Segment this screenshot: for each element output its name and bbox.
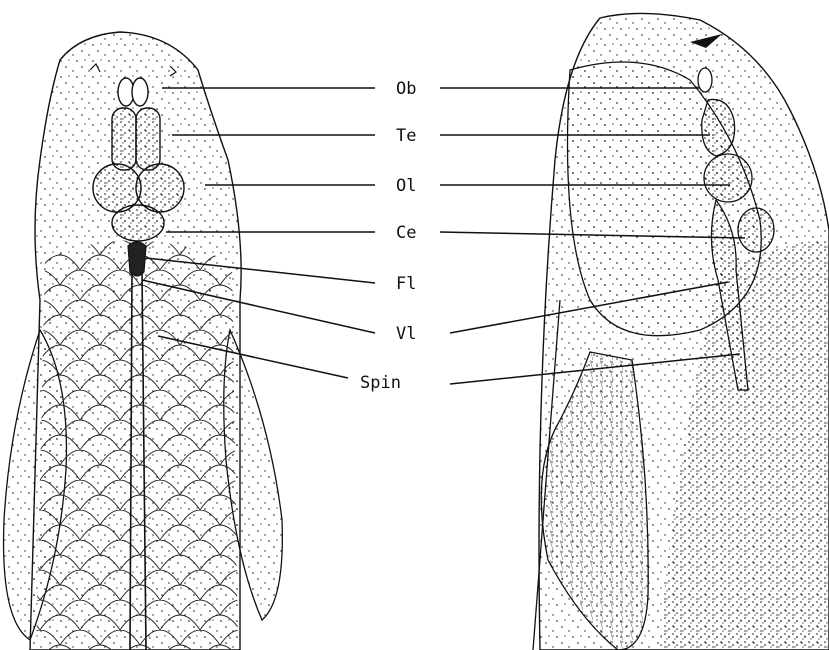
label-spin: Spin xyxy=(360,373,401,393)
label-fl: Fl xyxy=(396,274,416,294)
label-vl: Vl xyxy=(396,324,416,344)
facial-lobe xyxy=(128,242,146,276)
telencephalon-left xyxy=(112,108,136,170)
telencephalon-lateral xyxy=(702,99,735,156)
labels: Ob Te Ol Ce Fl Vl Spin xyxy=(360,79,416,393)
telencephalon-right xyxy=(136,108,160,170)
cerebellum-lateral xyxy=(738,208,774,252)
dorsal-scales xyxy=(36,240,238,650)
lateral-view xyxy=(533,13,829,650)
label-ol: Ol xyxy=(396,176,416,196)
dorsal-view xyxy=(4,32,283,650)
olfactory-bulb-right xyxy=(132,78,148,106)
label-ce: Ce xyxy=(396,223,416,243)
label-ob: Ob xyxy=(396,79,416,99)
cerebellum xyxy=(112,205,164,241)
label-te: Te xyxy=(396,126,416,146)
optic-lobe-lateral xyxy=(704,154,752,202)
olfactory-bulb-lateral xyxy=(698,68,712,92)
